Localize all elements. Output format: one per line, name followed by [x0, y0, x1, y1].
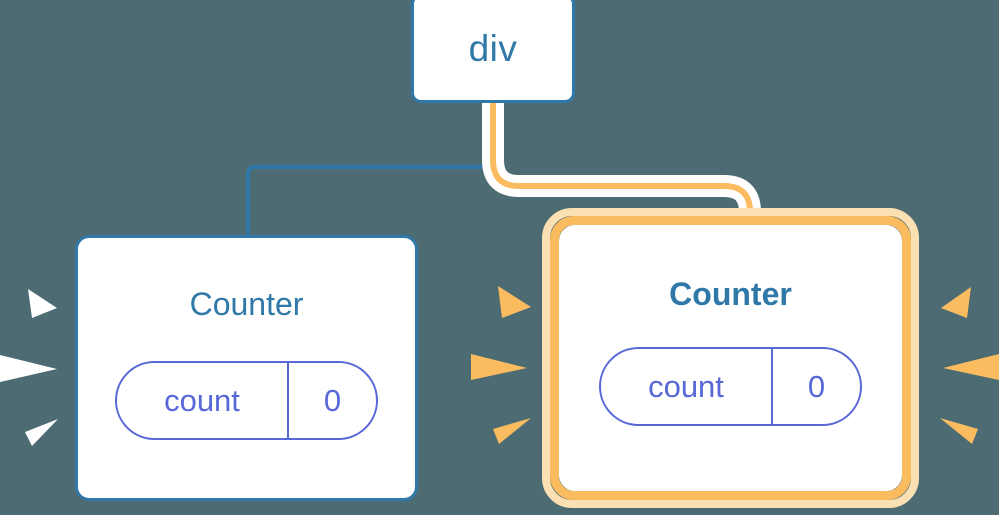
sparkle-right-box-right [940, 287, 999, 444]
sparkle-left-box-left [0, 289, 58, 446]
node-counter-left-label: Counter [189, 286, 304, 322]
sparkle-ray-icon [941, 287, 971, 318]
prop-value-right: 0 [807, 369, 826, 404]
prop-key-right: count [601, 349, 773, 424]
sparkle-ray-icon [28, 289, 57, 318]
highlight-ring-outer [542, 208, 919, 508]
sparkle-ray-icon [943, 354, 999, 380]
highlight-ring-inner [550, 216, 911, 500]
sparkle-right-box-left [471, 286, 531, 444]
prop-value-left: 0 [323, 383, 342, 418]
node-div-label: div [468, 28, 518, 69]
node-counter-left[interactable]: Counter count 0 [75, 235, 418, 501]
sparkle-ray-icon [493, 418, 531, 444]
node-counter-right[interactable]: Counter count 0 [559, 225, 902, 491]
prop-pill-left: count 0 [115, 361, 378, 440]
prop-key-left: count [117, 363, 289, 438]
sparkle-ray-icon [0, 355, 57, 382]
sparkle-ray-icon [471, 354, 527, 380]
sparkle-ray-icon [498, 286, 531, 318]
edge-div-to-counter-right [490, 103, 753, 240]
node-div[interactable]: div [411, 0, 575, 103]
node-counter-right-label: Counter [669, 276, 792, 312]
sparkle-ray-icon [25, 419, 58, 446]
sparkle-ray-icon [940, 418, 978, 444]
prop-pill-right: count 0 [599, 347, 862, 426]
